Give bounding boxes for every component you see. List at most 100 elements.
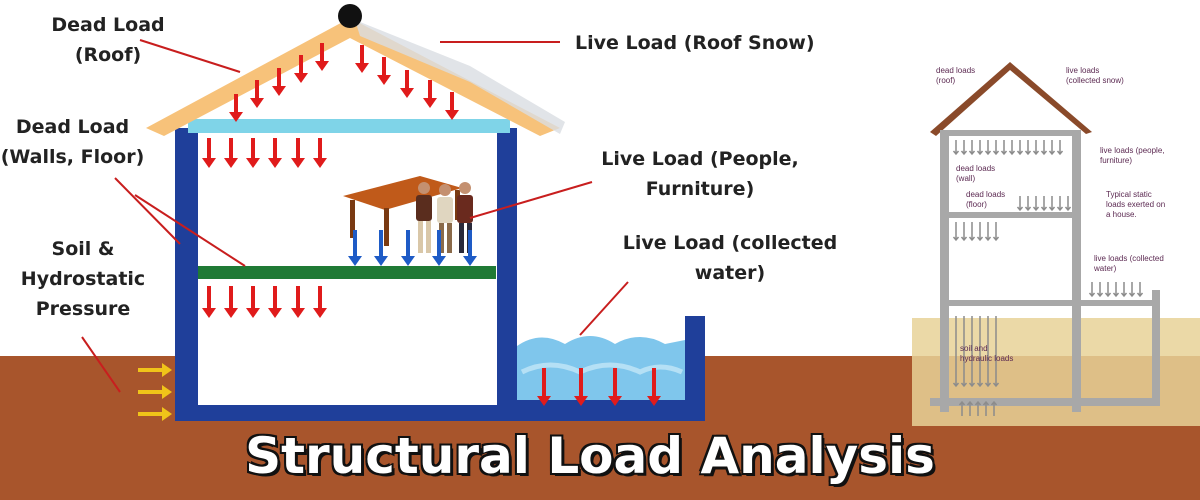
inset-caption: Typical static loads exerted on a house. [1106, 190, 1166, 219]
live-load-arrow [374, 230, 388, 266]
inset-arrow [958, 400, 966, 416]
dead-load-arrow [268, 286, 282, 318]
soil-pressure-arrow [138, 363, 172, 377]
label-dead-load-roof: Dead Load (Roof) [51, 14, 165, 66]
inset-label-live-snow: live loads (collected snow) [1066, 66, 1124, 85]
roof-snow [355, 20, 565, 134]
inset-arrow [1032, 196, 1040, 212]
live-load-arrow [432, 230, 446, 266]
inset-arrow [976, 222, 984, 242]
dead-load-arrow [608, 368, 622, 406]
dead-load-arrow [377, 57, 391, 85]
soil-pressure-arrow [138, 407, 172, 421]
live-load-arrows [348, 230, 477, 266]
inset-arrow [952, 140, 960, 156]
dead-load-arrow [574, 368, 588, 406]
inset-arrow [966, 400, 974, 416]
dead-load-arrow [423, 80, 437, 108]
inset-arrow [968, 140, 976, 156]
dead-load-arrow [445, 92, 459, 120]
inset-schematic [912, 62, 1200, 426]
inset-arrow [984, 222, 992, 242]
people-figures [416, 182, 473, 253]
dead-load-arrow [647, 368, 661, 406]
dead-load-arrow [229, 94, 243, 122]
interior-lower [198, 281, 497, 405]
leader-lines [81, 39, 629, 393]
soil-pressure-arrows [138, 363, 172, 421]
inset-arrow [1040, 196, 1048, 212]
inset-arrow [1048, 140, 1056, 156]
inset-arrow [968, 222, 976, 242]
ceiling-beam [188, 119, 510, 133]
inset-arrow [1088, 282, 1096, 298]
inset-arrow [976, 316, 984, 388]
dead-load-arrow [313, 286, 327, 318]
inset-arrow [1104, 282, 1112, 298]
inset-arrow [1032, 140, 1040, 156]
water-tank-wall [685, 316, 705, 421]
inset-arrow [984, 140, 992, 156]
dead-load-arrow [268, 138, 282, 168]
inset-arrow [990, 400, 998, 416]
dead-load-arrow [537, 368, 551, 406]
dead-load-arrow [246, 286, 260, 318]
dead-load-arrow [250, 80, 264, 108]
inset-arrow [1096, 282, 1104, 298]
inset-arrow [1056, 140, 1064, 156]
dead-load-arrow [202, 286, 216, 318]
dead-load-arrows [202, 43, 661, 406]
inset-arrow [1048, 196, 1056, 212]
dead-load-arrow [294, 55, 308, 83]
inset-arrow [992, 316, 1000, 388]
inset-label-dead-roof: dead loads (roof) [936, 66, 976, 85]
dead-load-arrow [291, 138, 305, 168]
inset-arrow [982, 400, 990, 416]
diagram-title: Structural Load Analysis [244, 426, 936, 486]
inset-label-dead-floor: dead loads (floor) [966, 190, 1006, 209]
dead-load-arrow [291, 286, 305, 318]
inset-arrow [960, 222, 968, 242]
inset-arrow [968, 316, 976, 388]
inset-label-soil: soil and hydraulic loads [960, 344, 1014, 363]
inset-arrow [960, 316, 968, 388]
left-wall [175, 128, 198, 420]
soil-pressure-arrow [138, 385, 172, 399]
inset-arrow [992, 140, 1000, 156]
inset-arrow [960, 140, 968, 156]
inset-label-live-people: live loads (people, furniture) [1100, 146, 1165, 165]
inset-arrow [992, 222, 1000, 242]
inset-arrow [1000, 140, 1008, 156]
label-live-load-collected-water: Live Load (collected water) [622, 232, 838, 284]
dead-load-arrow [224, 138, 238, 168]
inset-arrow [1040, 140, 1048, 156]
dead-load-arrow [400, 70, 414, 98]
water-tank-floor [517, 400, 705, 421]
label-live-load-roof-snow: Live Load (Roof Snow) [575, 32, 815, 54]
right-wall [497, 128, 517, 420]
label-live-load-people-furniture: Live Load (People, Furniture) [601, 148, 799, 200]
dead-load-arrow [224, 286, 238, 318]
live-load-arrow [348, 230, 362, 266]
roof-ridge-cap [338, 4, 362, 28]
inset-arrow [1024, 196, 1032, 212]
inset-arrow [1136, 282, 1144, 298]
inset-label-live-water: live loads (collected water) [1094, 254, 1164, 273]
dead-load-arrow [313, 138, 327, 168]
dead-load-arrow [315, 43, 329, 71]
inset-arrow [1064, 196, 1072, 212]
dead-load-arrow [202, 138, 216, 168]
inset-arrow [976, 140, 984, 156]
dead-load-arrow [246, 138, 260, 168]
roof [146, 18, 560, 136]
live-load-arrow [463, 230, 477, 266]
inset-arrow [952, 222, 960, 242]
inset-arrow [1024, 140, 1032, 156]
inset-arrow [974, 400, 982, 416]
inset-arrow [1008, 140, 1016, 156]
inset-arrow [984, 316, 992, 388]
inset-arrow [1112, 282, 1120, 298]
dead-load-arrow [272, 68, 286, 96]
